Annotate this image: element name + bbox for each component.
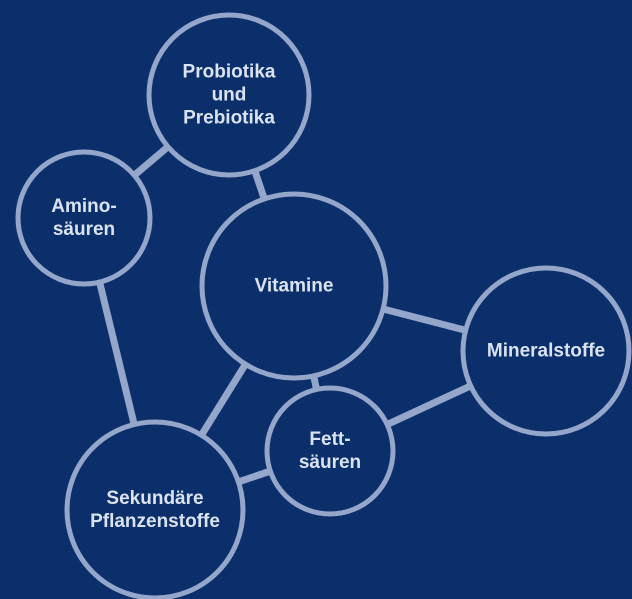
node-layer: ProbiotikaundPrebiotikaAmino-säurenVitam…	[15, 12, 632, 599]
node-fettsaeuren: Fett-säuren	[264, 385, 396, 517]
node-circle-vitamine	[199, 191, 389, 381]
node-label-probiotika-line-0: Probiotika	[183, 62, 276, 83]
node-label-fettsaeuren-line-0: Fett-	[309, 429, 350, 450]
node-label-sekundaere-line-1: Pflanzenstoffe	[90, 511, 220, 532]
node-label-mineralstoffe-line-0: Mineralstoffe	[487, 341, 605, 362]
node-mineralstoffe: Mineralstoffe	[460, 265, 632, 437]
node-circle-fettsaeuren	[264, 385, 396, 517]
node-label-aminosaeuren-line-0: Amino-	[51, 196, 116, 217]
node-label-probiotika-line-1: und	[212, 85, 247, 106]
node-aminosaeuren: Amino-säuren	[15, 149, 153, 287]
node-circle-aminosaeuren	[15, 149, 153, 287]
node-label-aminosaeuren-line-1: säuren	[53, 219, 115, 240]
node-circle-mineralstoffe	[460, 265, 632, 437]
node-label-probiotika-line-2: Prebiotika	[183, 108, 275, 129]
node-circle-probiotika	[146, 12, 312, 178]
node-circle-sekundaere	[64, 419, 246, 599]
node-label-sekundaere-line-0: Sekundäre	[106, 488, 203, 509]
node-vitamine: Vitamine	[199, 191, 389, 381]
node-label-fettsaeuren-line-1: säuren	[299, 452, 361, 473]
node-label-vitamine-line-0: Vitamine	[255, 276, 334, 297]
